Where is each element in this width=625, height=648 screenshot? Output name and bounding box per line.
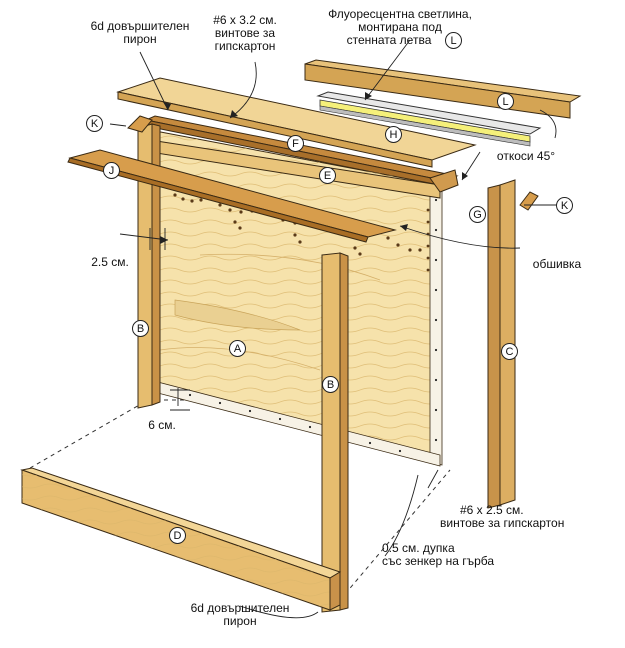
callout-j: J (103, 162, 120, 179)
arrowheads (160, 92, 468, 244)
callout-h: H (385, 126, 402, 143)
callout-a: A (229, 340, 246, 357)
dimension-ticks (149, 228, 190, 411)
callout-g: G (469, 206, 486, 223)
callout-l-cleat: L (497, 93, 514, 110)
label-hole: 0.5 см. дупка със зенкер на гърба (382, 542, 494, 568)
screws-bottom-line-1: #6 x 2.5 см. (460, 503, 524, 517)
callout-k-right: K (556, 197, 573, 214)
label-molding: обшивка (532, 257, 582, 271)
label-finish-nail-top: 6d довършителен пирон (80, 20, 200, 46)
label-screws-top: #6 x 3.2 см. винтове за гипскартон (190, 14, 300, 53)
label-finish-nail-bottom: 6d довършителен пирон (180, 602, 300, 628)
callout-d: D (169, 527, 186, 544)
return-k-right (519, 191, 539, 211)
screws-bottom-line-2: винтове за гипскартон (440, 516, 565, 530)
stile-b-front (321, 252, 349, 613)
callout-c: C (501, 343, 518, 360)
callout-e: E (319, 167, 336, 184)
finish-nail-bottom-line-1: 6d довършителен (190, 601, 290, 615)
side-panel-c (487, 179, 516, 509)
label-dim-bottom: 6 см. (148, 418, 176, 432)
finish-nail-bottom-line-2: пирон (223, 614, 257, 628)
back-panel-a (149, 129, 443, 467)
screws-top-line-3: гипскартон (214, 39, 276, 53)
screw-row-bottom (188, 393, 402, 453)
screws-top-line-1: #6 x 3.2 см. (213, 13, 277, 27)
callout-b-left: B (132, 320, 149, 337)
molding-j (67, 149, 397, 243)
light-line-2: монтирана под (358, 20, 442, 34)
light-line-1: Флуоресцентна светлина, (328, 7, 472, 21)
screws-top-line-2: винтове за (214, 26, 276, 40)
hole-line-1: 0.5 см. дупка (382, 541, 455, 555)
hole-line-2: със зенкер на гърба (382, 554, 495, 568)
label-screws-bottom: #6 x 2.5 см. винтове за гипскартон (440, 504, 564, 530)
finish-nail-top-line-2: пирон (123, 32, 157, 46)
fluorescent-light (316, 91, 542, 147)
callout-l-top: L (445, 32, 462, 49)
finish-nail-top-line-1: 6d довършителен (90, 19, 190, 33)
label-dim-left: 2.5 см. (91, 255, 129, 269)
return-k-left (127, 115, 153, 133)
stile-b-left (137, 123, 161, 409)
callout-k-left: K (86, 115, 103, 132)
end-block-g (429, 169, 459, 193)
label-miter: откоси 45° (496, 149, 556, 163)
label-light: Флуоресцентна светлина, монтирана под ст… (295, 8, 505, 47)
leader-lines (109, 39, 560, 619)
callout-f: F (287, 135, 304, 152)
callout-b-front: B (322, 376, 339, 393)
light-line-3: стенната летва (346, 33, 432, 47)
screw-row-right (434, 198, 438, 442)
